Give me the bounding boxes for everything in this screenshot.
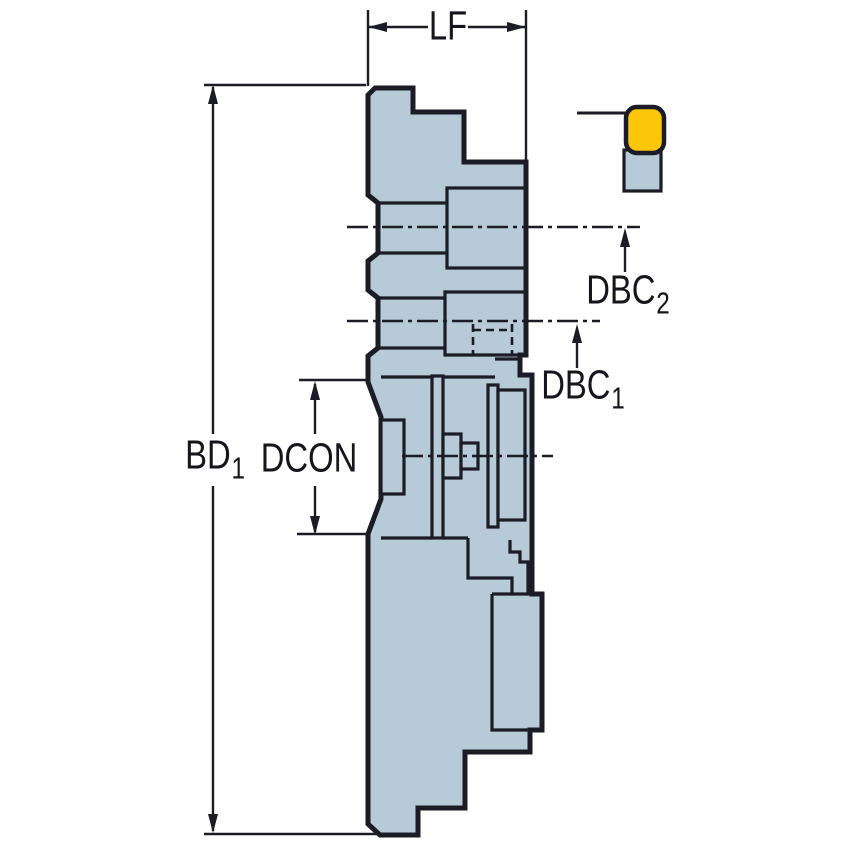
- dimension-bd1: [204, 83, 378, 836]
- dbc2-text: DBC: [586, 266, 656, 313]
- arrowhead-up-icon: [572, 324, 582, 343]
- insert-shank-icon: [622, 148, 663, 193]
- label-dbc2: DBC2: [586, 267, 670, 322]
- arrowhead-up-icon: [208, 85, 218, 104]
- dbc2-subscript: 2: [656, 287, 670, 321]
- arrowhead-left-icon: [368, 22, 387, 32]
- dimension-dcon: [297, 378, 368, 536]
- arrowhead-down-icon: [208, 814, 218, 833]
- label-bd1: BD1: [185, 432, 245, 487]
- dbc1-text: DBC: [541, 361, 611, 408]
- interior-lines: [378, 186, 532, 732]
- dimension-dbc2: [620, 228, 630, 272]
- tool-body: [365, 85, 545, 838]
- bd1-text: BD: [185, 431, 231, 478]
- lf-text: LF: [428, 2, 468, 49]
- turning-insert-icon: [623, 104, 667, 156]
- label-dcon: DCON: [261, 435, 358, 482]
- dbc1-subscript: 1: [611, 382, 625, 416]
- arrowhead-down-icon: [310, 516, 320, 535]
- arrowhead-up-icon: [310, 381, 320, 400]
- dcon-text: DCON: [260, 434, 358, 481]
- insert-position-icon: [577, 104, 667, 193]
- bd1-subscript: 1: [231, 452, 245, 486]
- dimension-lf: [366, 10, 528, 160]
- arrowhead-up-icon: [620, 228, 630, 247]
- dimension-dbc1: [572, 324, 582, 368]
- label-dbc1: DBC1: [541, 362, 625, 417]
- hidden-bore: [471, 324, 514, 354]
- label-lf: LF: [429, 3, 467, 50]
- hub-key-block: [379, 418, 406, 496]
- centerlines: [347, 225, 640, 458]
- arrowhead-right-icon: [507, 22, 526, 32]
